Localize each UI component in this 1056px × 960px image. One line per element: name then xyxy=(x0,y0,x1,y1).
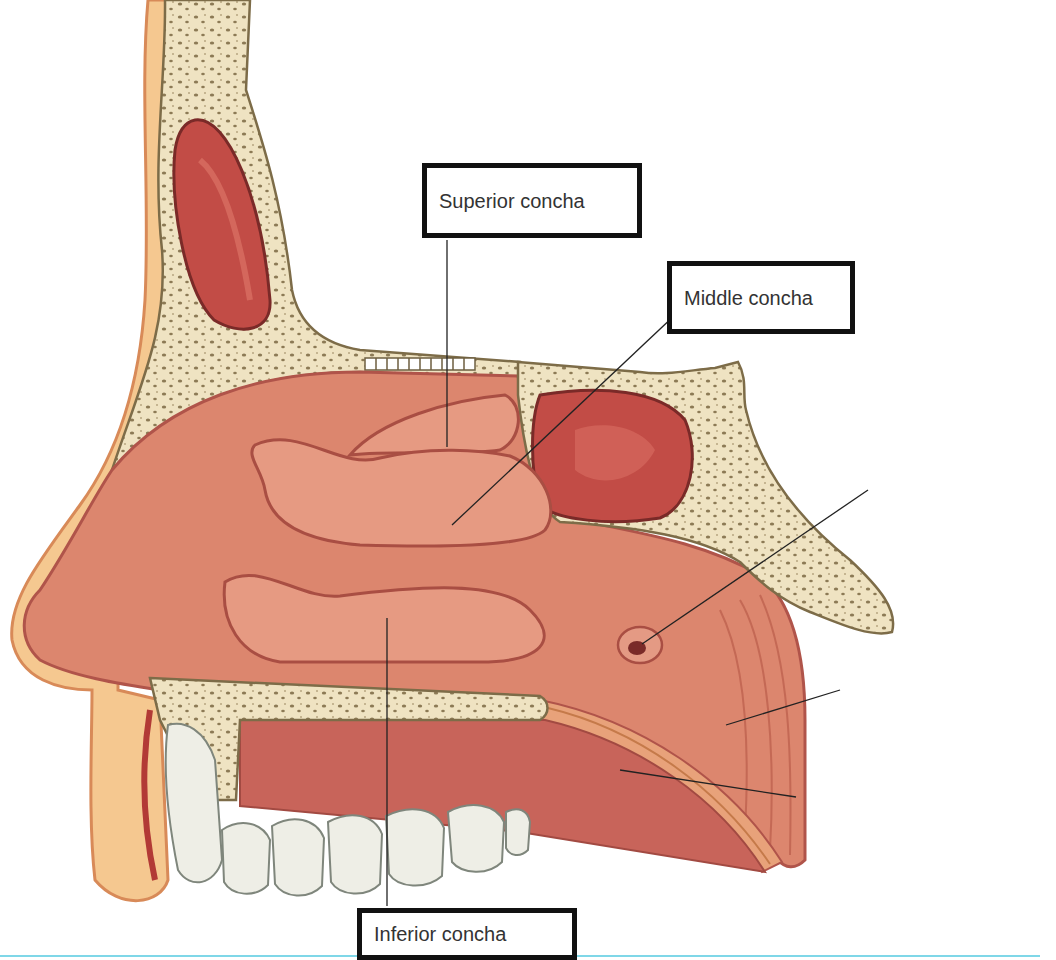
inferior-concha xyxy=(224,575,544,662)
middle-concha xyxy=(252,440,551,546)
teeth xyxy=(166,724,530,896)
cribriform-plate xyxy=(365,358,475,370)
label-text: Superior concha xyxy=(439,189,585,213)
label-text: Inferior concha xyxy=(374,922,506,946)
frontal-sinus xyxy=(174,120,270,329)
label-text: Middle concha xyxy=(684,286,813,310)
label-box: Middle concha xyxy=(667,261,855,334)
leader-lines xyxy=(387,240,868,906)
superior-concha xyxy=(350,395,518,455)
tube-opening xyxy=(618,627,662,663)
lip-vestibule xyxy=(145,710,155,880)
label-box: Superior concha xyxy=(422,163,642,238)
label-box: Inferior concha xyxy=(357,908,577,960)
sphenoid-bone xyxy=(518,362,893,633)
sphenoid-sinus xyxy=(533,390,693,521)
